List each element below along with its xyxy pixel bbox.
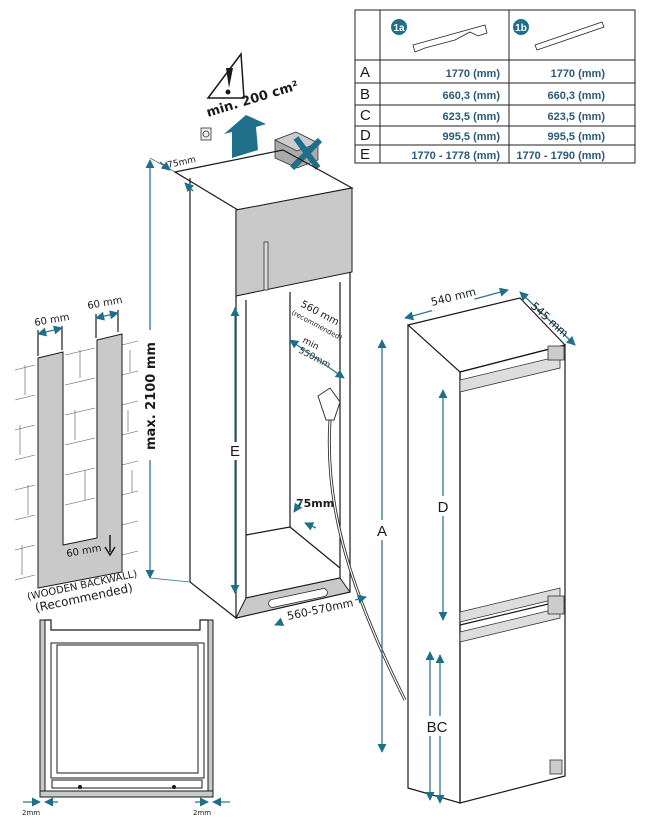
- hinge-middle-icon: [547, 595, 565, 615]
- cabinet-e_label-text: E: [230, 443, 240, 460]
- fridge-d_label-text: D: [438, 499, 449, 516]
- upper-cabinet-door: [235, 187, 353, 297]
- cabinet-rear_gap-text: 75mm: [296, 497, 334, 510]
- backwall-left_width-text: 60 mm: [34, 312, 71, 329]
- door-divider: [459, 599, 566, 626]
- hinge-top-icon: [547, 345, 565, 361]
- bracket-1a-icon: [412, 24, 488, 53]
- table-rows-2-v1a-text: 623,5 (mm): [443, 111, 501, 123]
- airflow-arrow-icon: [224, 115, 266, 158]
- cabinet-max_height-text: max. 2100 mm: [144, 342, 159, 450]
- table-rows-2-label-text: C: [360, 107, 371, 124]
- vent-grille-icon: [268, 588, 328, 608]
- table-rows-3-v1a-text: 995,5 (mm): [443, 131, 501, 143]
- table-rows-3-v1b-text: 995,5 (mm): [548, 131, 606, 143]
- table-rows-0-label-text: A: [360, 64, 370, 81]
- backwall-panel: [37, 333, 123, 589]
- badge-1a: 1a: [391, 19, 407, 35]
- table-rows-1-v1a-text: 660,3 (mm): [443, 90, 501, 102]
- door-panel: [39, 790, 214, 798]
- fridge-a_label-text: A: [377, 523, 387, 540]
- bracket-1b-icon: [534, 21, 605, 51]
- table-rows-4-label-text: E: [360, 146, 370, 163]
- table-rows-4-v1a-text: 1770 - 1778 (mm): [411, 150, 500, 162]
- cabinet-drawing: max. 2100 mm 75mm E 560 mm (recommended)…: [140, 149, 407, 701]
- fridge-bc_label-text: BC: [427, 719, 448, 736]
- table-rows-1-v1b-text: 660,3 (mm): [548, 90, 606, 102]
- top_view-left_gap-text: 2mm: [22, 809, 40, 817]
- dimension-table: 1a 1b A 1770 (mm) 1770 (mm) B 660,3 (mm)…: [354, 9, 636, 164]
- table-row-b: B 660,3 (mm) 660,3 (mm): [360, 86, 605, 103]
- table-badges-1-text: 1b: [515, 23, 527, 34]
- blocked-vent-icon: [274, 131, 323, 171]
- table-row-c: C 623,5 (mm) 623,5 (mm): [360, 107, 605, 124]
- top-view-drawing: 2mm 2mm: [22, 619, 230, 817]
- table-row-a: A 1770 (mm) 1770 (mm): [360, 64, 605, 81]
- top_view-right_gap-text: 2mm: [193, 809, 211, 817]
- table-badges-0-text: 1a: [393, 23, 405, 34]
- table-rows-3-label-text: D: [360, 127, 371, 144]
- table-row-e: E 1770 - 1778 (mm) 1770 - 1790 (mm): [360, 146, 605, 163]
- table-rows-1-label-text: B: [360, 86, 370, 103]
- table-rows-4-v1b-text: 1770 - 1790 (mm): [516, 150, 605, 162]
- down-arrow-icon: [104, 535, 116, 557]
- table-rows-0-v1b-text: 1770 (mm): [551, 68, 606, 80]
- power-cord: [327, 419, 407, 701]
- table-row-d: D 995,5 (mm) 995,5 (mm): [360, 127, 605, 144]
- backwall-right_width-text: 60 mm: [87, 295, 124, 312]
- hinge-bottom-icon: [549, 759, 563, 775]
- socket-icon: [200, 127, 212, 141]
- warning-icon: [206, 51, 245, 99]
- plug-icon: [317, 387, 341, 421]
- door-handle: [263, 241, 269, 291]
- table-rows-2-v1b-text: 623,5 (mm): [548, 111, 606, 123]
- ventilation-warning: min. 200 cm²: [200, 51, 323, 171]
- table-rows-0-v1a-text: 1770 (mm): [446, 68, 501, 80]
- badge-1b: 1b: [513, 19, 529, 35]
- wooden-backwall-drawing: 60 mm 60 mm 60 mm (WOODEN BACKWALL) (Rec…: [14, 295, 138, 615]
- fridge-drawing: 540 mm 545 mm A D BC: [373, 285, 576, 804]
